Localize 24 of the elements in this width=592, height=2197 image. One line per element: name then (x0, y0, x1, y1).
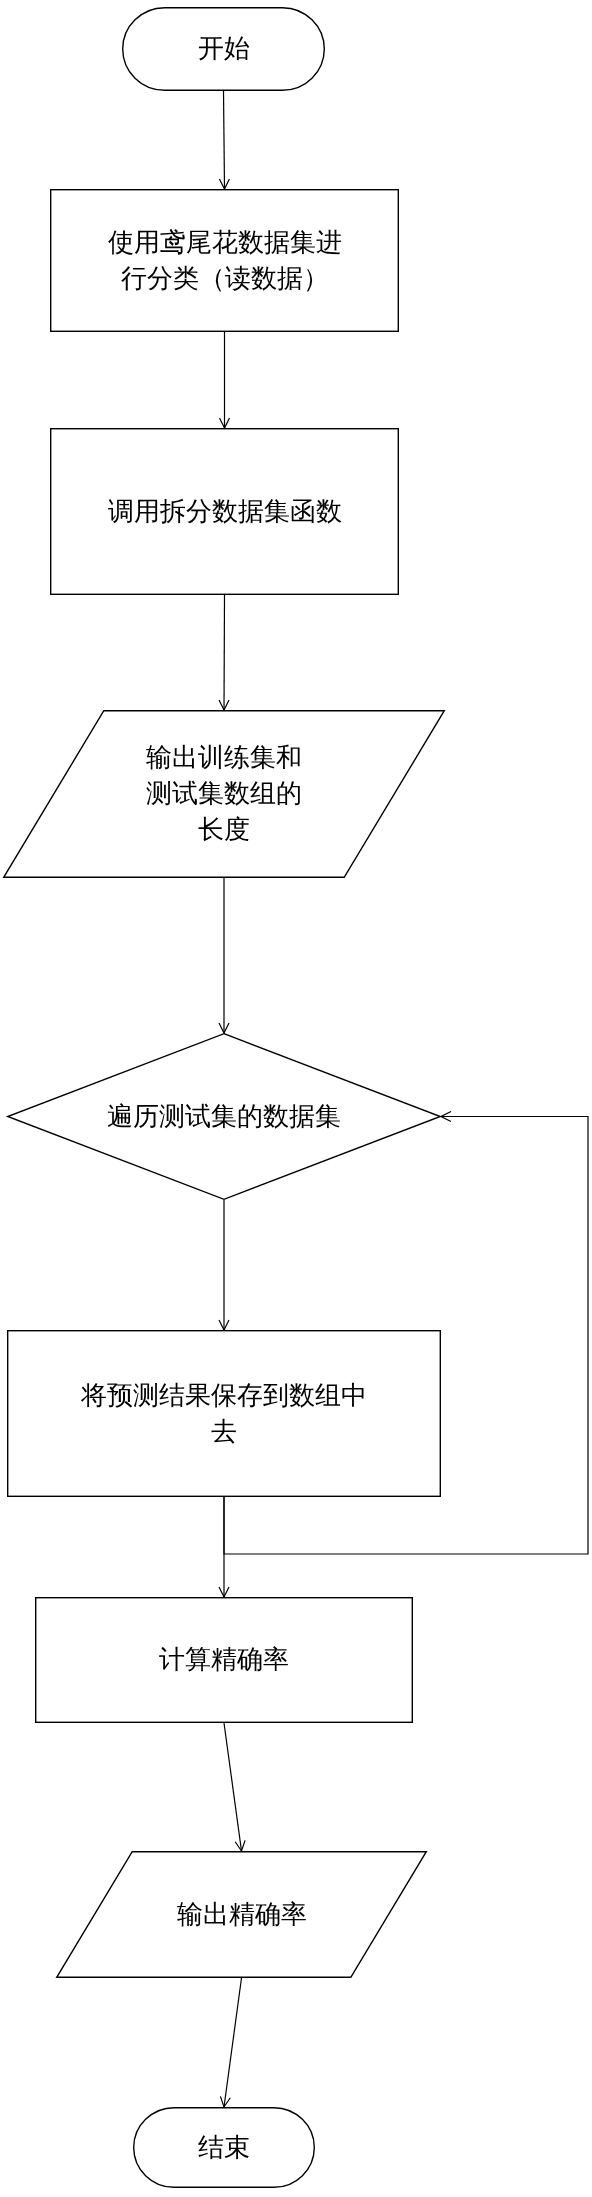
arrow (218, 90, 230, 190)
arrow (223, 1110, 589, 1555)
step-label: 结束 (197, 2131, 251, 2164)
decision-diamond (7, 1033, 441, 1200)
arrow (219, 1977, 243, 2108)
step-label: 开始 (196, 33, 251, 65)
arrow (218, 877, 230, 1034)
step-label: 将预测结果保存到数组中去 (80, 1379, 368, 1448)
step-label: 输出训练集和测试集数组的长度 (145, 742, 303, 846)
arrow (218, 331, 231, 429)
process-box (35, 1597, 413, 1723)
process-box (50, 428, 399, 595)
process-box (7, 1330, 441, 1497)
step-label: 遍历测试集的数据集 (106, 1100, 342, 1133)
arrow (218, 594, 230, 711)
step-label: 计算精确率 (158, 1644, 290, 1676)
step-label: 调用拆分数据集函数 (106, 495, 343, 528)
step-label: 使用鸢尾花数据集进行分类（读数据） (106, 226, 343, 295)
arrow (223, 1722, 246, 1852)
step-label: 输出精确率 (175, 1898, 308, 1931)
arrow (218, 1199, 230, 1331)
process-box (50, 189, 399, 332)
io-parallelogram (56, 1851, 427, 1978)
io-parallelogram (3, 710, 445, 878)
